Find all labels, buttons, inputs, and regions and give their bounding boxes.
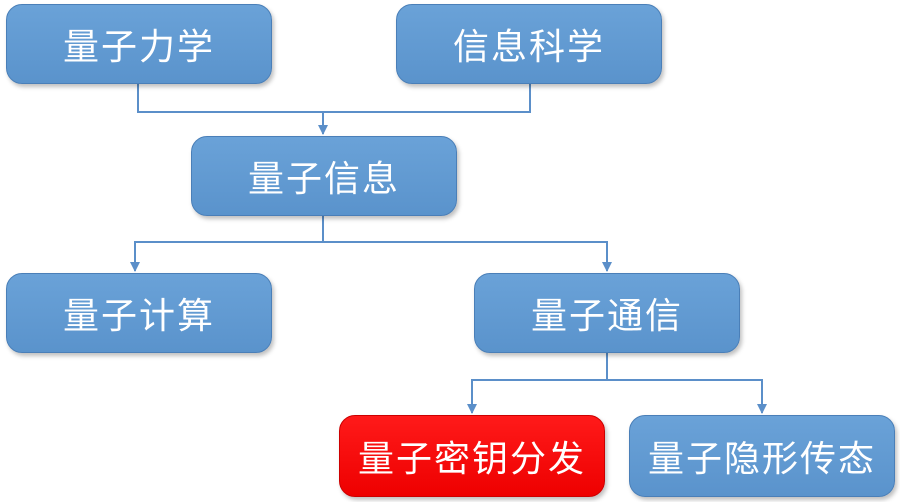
node-quantum-information: 量子信息 (191, 136, 457, 216)
node-quantum-computing: 量子计算 (6, 273, 272, 353)
node-quantum-communication: 量子通信 (474, 273, 740, 353)
node-quantum-teleportation: 量子隐形传态 (629, 415, 895, 497)
arrow-to-quantum-key-distribution (467, 379, 607, 414)
connector-quantum-mechanics (137, 84, 323, 113)
arrow-to-quantum-communication (323, 241, 612, 272)
connector-information-science (323, 84, 531, 113)
node-quantum-mechanics: 量子力学 (6, 4, 272, 84)
node-quantum-key-distribution: 量子密钥分发 (339, 415, 605, 497)
arrow-to-quantum-teleportation (607, 379, 767, 414)
arrow-to-quantum-computing (130, 241, 323, 272)
node-information-science: 信息科学 (396, 4, 662, 84)
